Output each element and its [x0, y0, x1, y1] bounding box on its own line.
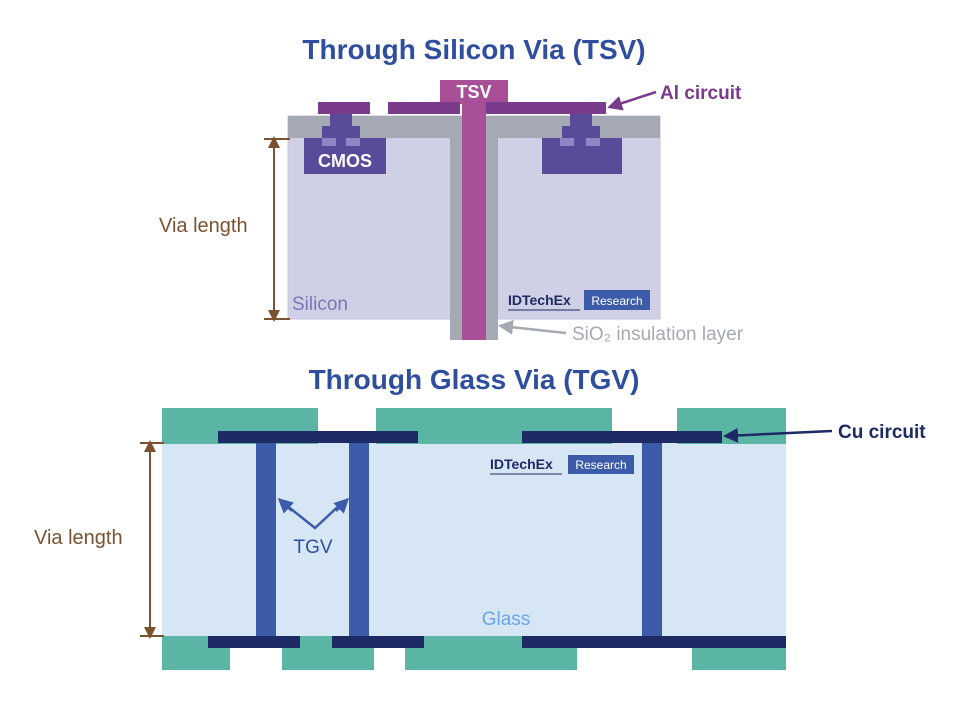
logo-badge-tgv	[568, 455, 634, 474]
tgv-title: Through Glass Via (TGV)	[309, 364, 640, 395]
logo-name-tsv: IDTechEx	[508, 292, 571, 308]
cmos-contact-left	[330, 114, 352, 128]
tgv-arrow-right	[333, 497, 350, 514]
glass-body	[162, 442, 786, 636]
al-circuit-arrow	[607, 90, 657, 111]
idtechex-logo-tgv: IDTechEx Research	[490, 455, 634, 475]
tgv-label: TGV	[293, 537, 332, 558]
idtechex-logo-tsv: IDTechEx Research	[508, 290, 650, 311]
cmos-block-right	[542, 138, 622, 174]
silicon-label: Silicon	[292, 294, 348, 315]
al-trace-mid	[388, 102, 460, 114]
sio2-arrow	[498, 319, 567, 335]
tgv-arrow-left	[277, 497, 294, 514]
cmos-gate-right	[562, 126, 600, 138]
tsv-cap-label: TSV	[456, 82, 491, 102]
logo-tag-tgv: Research	[575, 458, 626, 472]
cmos-contact-right	[570, 114, 592, 128]
cmos-doping-right-b	[586, 138, 600, 146]
cu-trace-bottom-3	[522, 636, 786, 648]
cu-trace-bottom-2	[332, 636, 424, 648]
cmos-gate-left	[322, 126, 360, 138]
cmos-label: CMOS	[318, 151, 372, 171]
cu-trace-top-2	[522, 431, 722, 443]
tsv-via	[462, 100, 486, 340]
cmos-doping-left-b	[346, 138, 360, 146]
cu-trace-top-1	[218, 431, 418, 443]
logo-badge-tsv	[584, 290, 650, 310]
tgv-via-1	[256, 442, 276, 638]
al-circuit-label: Al circuit	[660, 83, 742, 104]
tsv-via-length-label: Via length	[159, 215, 248, 237]
tgv-via-2	[349, 442, 369, 638]
glass-label: Glass	[482, 609, 531, 630]
tsv-title: Through Silicon Via (TSV)	[302, 34, 645, 65]
logo-name-tgv: IDTechEx	[490, 456, 553, 472]
cmos-block-left	[304, 138, 386, 174]
sio2-label: SiO₂ insulation layer	[572, 324, 744, 345]
tgv-via-length-label: Via length	[34, 527, 123, 549]
cmos-doping-right-a	[560, 138, 574, 146]
cu-trace-bottom-1	[208, 636, 300, 648]
cu-circuit-arrow	[723, 427, 833, 443]
al-trace-right	[486, 102, 606, 114]
tgv-via-3	[642, 442, 662, 638]
cmos-doping-left-a	[322, 138, 336, 146]
al-trace-left	[318, 102, 370, 114]
cu-circuit-label: Cu circuit	[838, 422, 926, 443]
tsv-cap	[440, 80, 508, 104]
logo-tag-tsv: Research	[591, 294, 642, 308]
